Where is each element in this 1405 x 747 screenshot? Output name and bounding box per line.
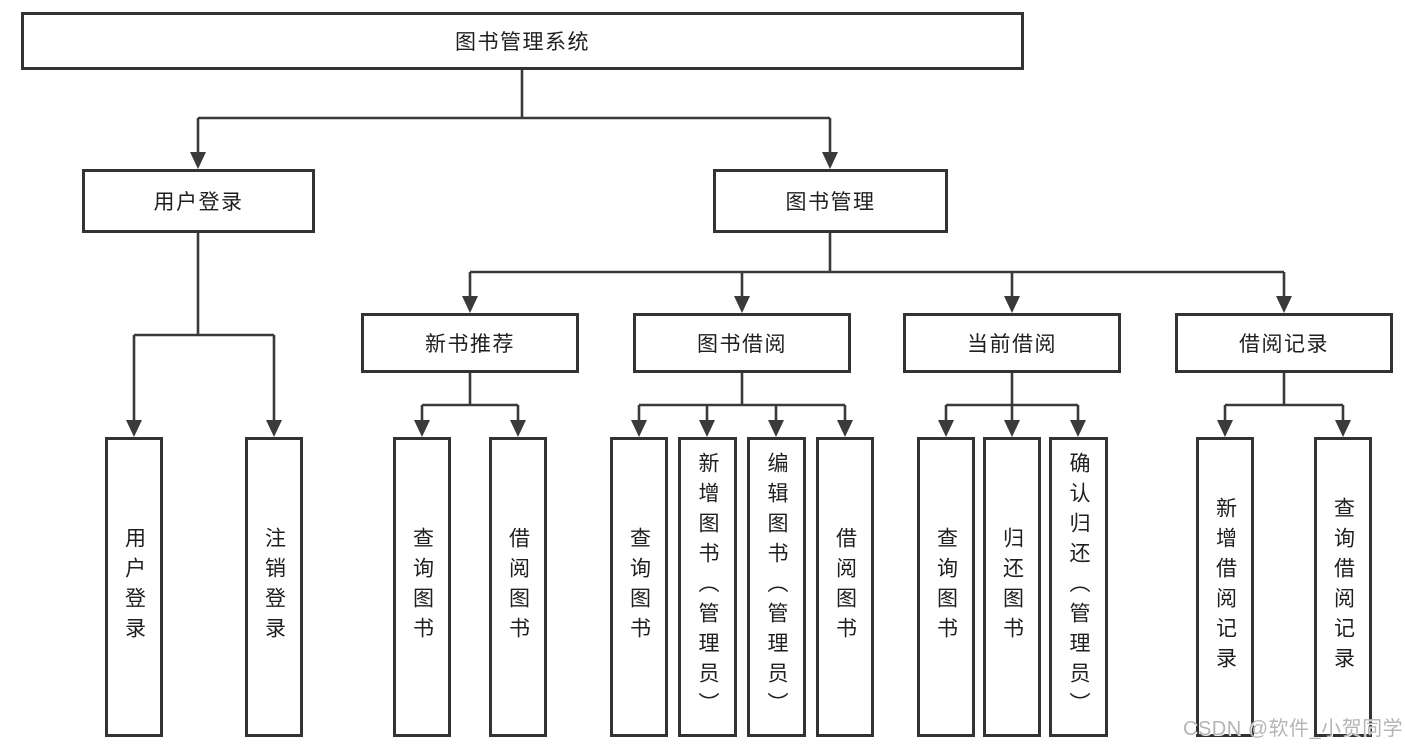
connector-borrowing-to-leaves	[631, 373, 853, 437]
leaf-add-borrow-record: 新增借阅记录	[1196, 437, 1254, 737]
leaf-label: 编辑图书（管理员）	[765, 452, 788, 722]
node-current-borrowing: 当前借阅	[903, 313, 1121, 373]
leaf-label: 借阅图书	[506, 527, 530, 647]
connector-bookmgmt-to-level3	[462, 233, 1292, 313]
node-label: 当前借阅	[967, 333, 1057, 356]
node-label: 图书管理	[785, 191, 876, 214]
csdn-watermark: CSDN @软件_小贺同学	[1183, 718, 1404, 740]
leaf-query-books-2: 查询图书	[610, 437, 668, 737]
leaf-label: 注销登录	[262, 527, 286, 647]
node-book-management-branch: 图书管理	[713, 169, 948, 233]
node-label: 借阅记录	[1239, 333, 1329, 356]
leaf-label: 借阅图书	[833, 527, 857, 647]
leaf-label: 查询借阅记录	[1331, 497, 1355, 677]
leaf-return-books: 归还图书	[983, 437, 1041, 737]
node-borrowing-records: 借阅记录	[1175, 313, 1393, 373]
node-label: 用户登录	[153, 191, 244, 214]
leaf-query-books-1: 查询图书	[393, 437, 451, 737]
leaf-confirm-return-admin: 确认归还（管理员）	[1049, 437, 1108, 737]
node-book-borrowing: 图书借阅	[633, 313, 851, 373]
leaf-label: 归还图书	[1000, 527, 1024, 647]
leaf-label: 新增图书（管理员）	[696, 452, 719, 722]
leaf-label: 用户登录	[122, 527, 146, 647]
connector-userlogin-to-leaves	[126, 233, 282, 437]
leaf-label: 新增借阅记录	[1213, 497, 1237, 677]
node-user-login-branch: 用户登录	[82, 169, 315, 233]
node-label: 新书推荐	[425, 333, 515, 356]
leaf-logout: 注销登录	[245, 437, 303, 737]
leaf-user-login: 用户登录	[105, 437, 163, 737]
connector-current-to-leaves	[938, 373, 1086, 437]
leaf-edit-books-admin: 编辑图书（管理员）	[747, 437, 806, 737]
connector-newbooks-to-leaves	[414, 373, 526, 437]
connector-root-to-level2	[190, 70, 838, 169]
connector-records-to-leaves	[1217, 373, 1351, 437]
node-new-book-recommendation: 新书推荐	[361, 313, 579, 373]
leaf-query-borrow-record: 查询借阅记录	[1314, 437, 1372, 737]
leaf-label: 确认归还（管理员）	[1067, 452, 1090, 722]
leaf-borrow-books-2: 借阅图书	[816, 437, 874, 737]
leaf-label: 查询图书	[410, 527, 434, 647]
leaf-label: 查询图书	[934, 527, 958, 647]
node-library-management-system: 图书管理系统	[21, 12, 1024, 70]
leaf-label: 查询图书	[627, 527, 651, 647]
leaf-borrow-books-1: 借阅图书	[489, 437, 547, 737]
node-label: 图书管理系统	[455, 31, 590, 54]
leaf-add-books-admin: 新增图书（管理员）	[678, 437, 737, 737]
leaf-query-books-3: 查询图书	[917, 437, 975, 737]
node-label: 图书借阅	[697, 333, 787, 356]
